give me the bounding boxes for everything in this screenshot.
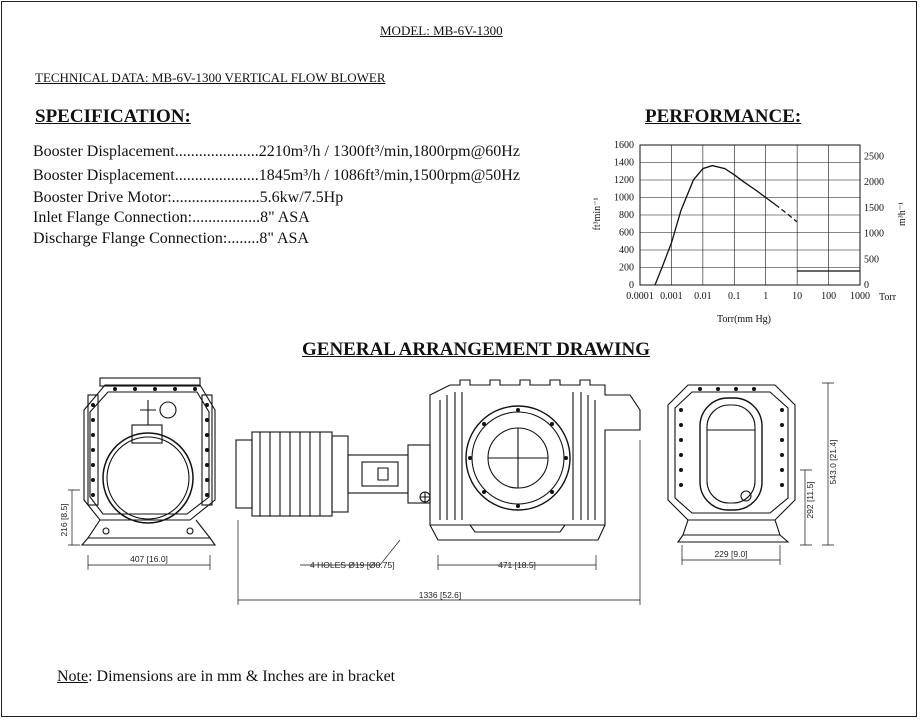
spec-label: Inlet Flange Connection:................… xyxy=(33,209,261,226)
note-text: : Dimensions are in mm & Inches are in b… xyxy=(88,668,396,685)
spec-label: Discharge Flange Connection:........ xyxy=(33,230,260,247)
y-right-tick-label: 500 xyxy=(864,254,879,265)
dim-407: 407 [16.0] xyxy=(130,554,168,564)
y-left-tick-label: 800 xyxy=(619,210,634,221)
ga-heading: GENERAL ARRANGEMENT DRAWING xyxy=(302,339,651,360)
spec-label: Booster Displacement....................… xyxy=(33,167,259,184)
x-tick-label: 0.1 xyxy=(728,291,741,302)
y-left-tick-label: 1600 xyxy=(614,140,634,151)
y-right-tick-label: 2500 xyxy=(864,151,884,162)
dim-1336: 1336 [52.6] xyxy=(419,590,462,600)
dim-229: 229 [9.0] xyxy=(714,549,747,559)
y-left-label: ft³min⁻¹ xyxy=(592,198,603,231)
technical-data-title: TECHNICAL DATA: MB-6V-1300 VERTICAL FLOW… xyxy=(35,70,386,85)
y-right-tick-label: 2000 xyxy=(864,177,884,188)
dim-471: 471 [18.5] xyxy=(498,560,536,570)
x-tick-label: 1 xyxy=(763,291,768,302)
x-tick-label: 1000 xyxy=(850,291,870,302)
y-left-tick-label: 600 xyxy=(619,228,634,239)
x-tick-label: 0.001 xyxy=(660,291,683,302)
y-left-tick-label: 400 xyxy=(619,245,634,256)
y-left-tick-label: 0 xyxy=(629,280,634,291)
side-view xyxy=(235,379,641,541)
chart-lines xyxy=(654,164,860,286)
x-tick-label: 10 xyxy=(792,291,802,302)
spec-value: 1845m³/h / 1086ft³/min,1500rpm@50Hz xyxy=(258,167,520,184)
spec-row: Booster Displacement....................… xyxy=(33,143,520,161)
spec-value: 8" ASA xyxy=(260,209,310,226)
y-right-tick-label: 1500 xyxy=(864,203,884,214)
side-flange-bolts xyxy=(468,408,568,508)
left-end-view xyxy=(80,377,217,546)
model-title: MODEL: MB-6V-1300 xyxy=(380,23,503,38)
spec-value: 5.6kw/7.5Hp xyxy=(259,189,344,206)
spec-label: Booster Displacement....................… xyxy=(33,143,259,160)
dim-216: 216 [8.5] xyxy=(59,503,69,536)
y-left-tick-label: 200 xyxy=(619,263,634,274)
specification-heading: SPECIFICATION: xyxy=(35,106,191,127)
y-right-label: m³h⁻¹ xyxy=(897,202,908,226)
spec-value: 8" ASA xyxy=(259,230,309,247)
x-unit-label: Torr xyxy=(879,292,897,303)
y-left-tick-label: 1200 xyxy=(614,175,634,186)
dimension-lines xyxy=(68,382,834,605)
y-left-tick-label: 1400 xyxy=(614,158,634,169)
spec-row: Booster Drive Motor:....................… xyxy=(33,189,343,207)
spec-row: Inlet Flange Connection:................… xyxy=(33,209,310,227)
dim-543: 543.0 [21.4] xyxy=(828,440,838,485)
left-bolts xyxy=(91,387,209,497)
x-tick-label: 0.01 xyxy=(694,291,712,302)
performance-curve xyxy=(654,164,776,286)
y-right-tick-label: 0 xyxy=(864,280,869,291)
dim-holes: 4 HOLES Ø19 [Ø0.75] xyxy=(310,560,395,570)
spec-row: Booster Displacement....................… xyxy=(33,167,520,185)
right-bolts xyxy=(679,387,784,487)
x-tick-label: 100 xyxy=(821,291,836,302)
spec-value: 2210m³/h / 1300ft³/min,1800rpm@60Hz xyxy=(258,143,520,160)
spec-row: Discharge Flange Connection:........8" A… xyxy=(33,230,309,248)
dim-292: 292 [11.5] xyxy=(805,481,815,518)
x-axis-label: Torr(mm Hg) xyxy=(717,314,771,325)
spec-label: Booster Drive Motor:....................… xyxy=(33,189,260,206)
note-label: Note xyxy=(57,668,89,685)
y-left-tick-label: 1000 xyxy=(614,193,634,204)
note: Note: Dimensions are in mm & Inches are … xyxy=(57,668,395,686)
right-end-view xyxy=(667,384,796,543)
y-right-tick-label: 1000 xyxy=(864,229,884,240)
x-tick-label: 0.0001 xyxy=(626,291,654,302)
chart-grid xyxy=(639,144,861,286)
performance-heading: PERFORMANCE: xyxy=(645,106,802,127)
